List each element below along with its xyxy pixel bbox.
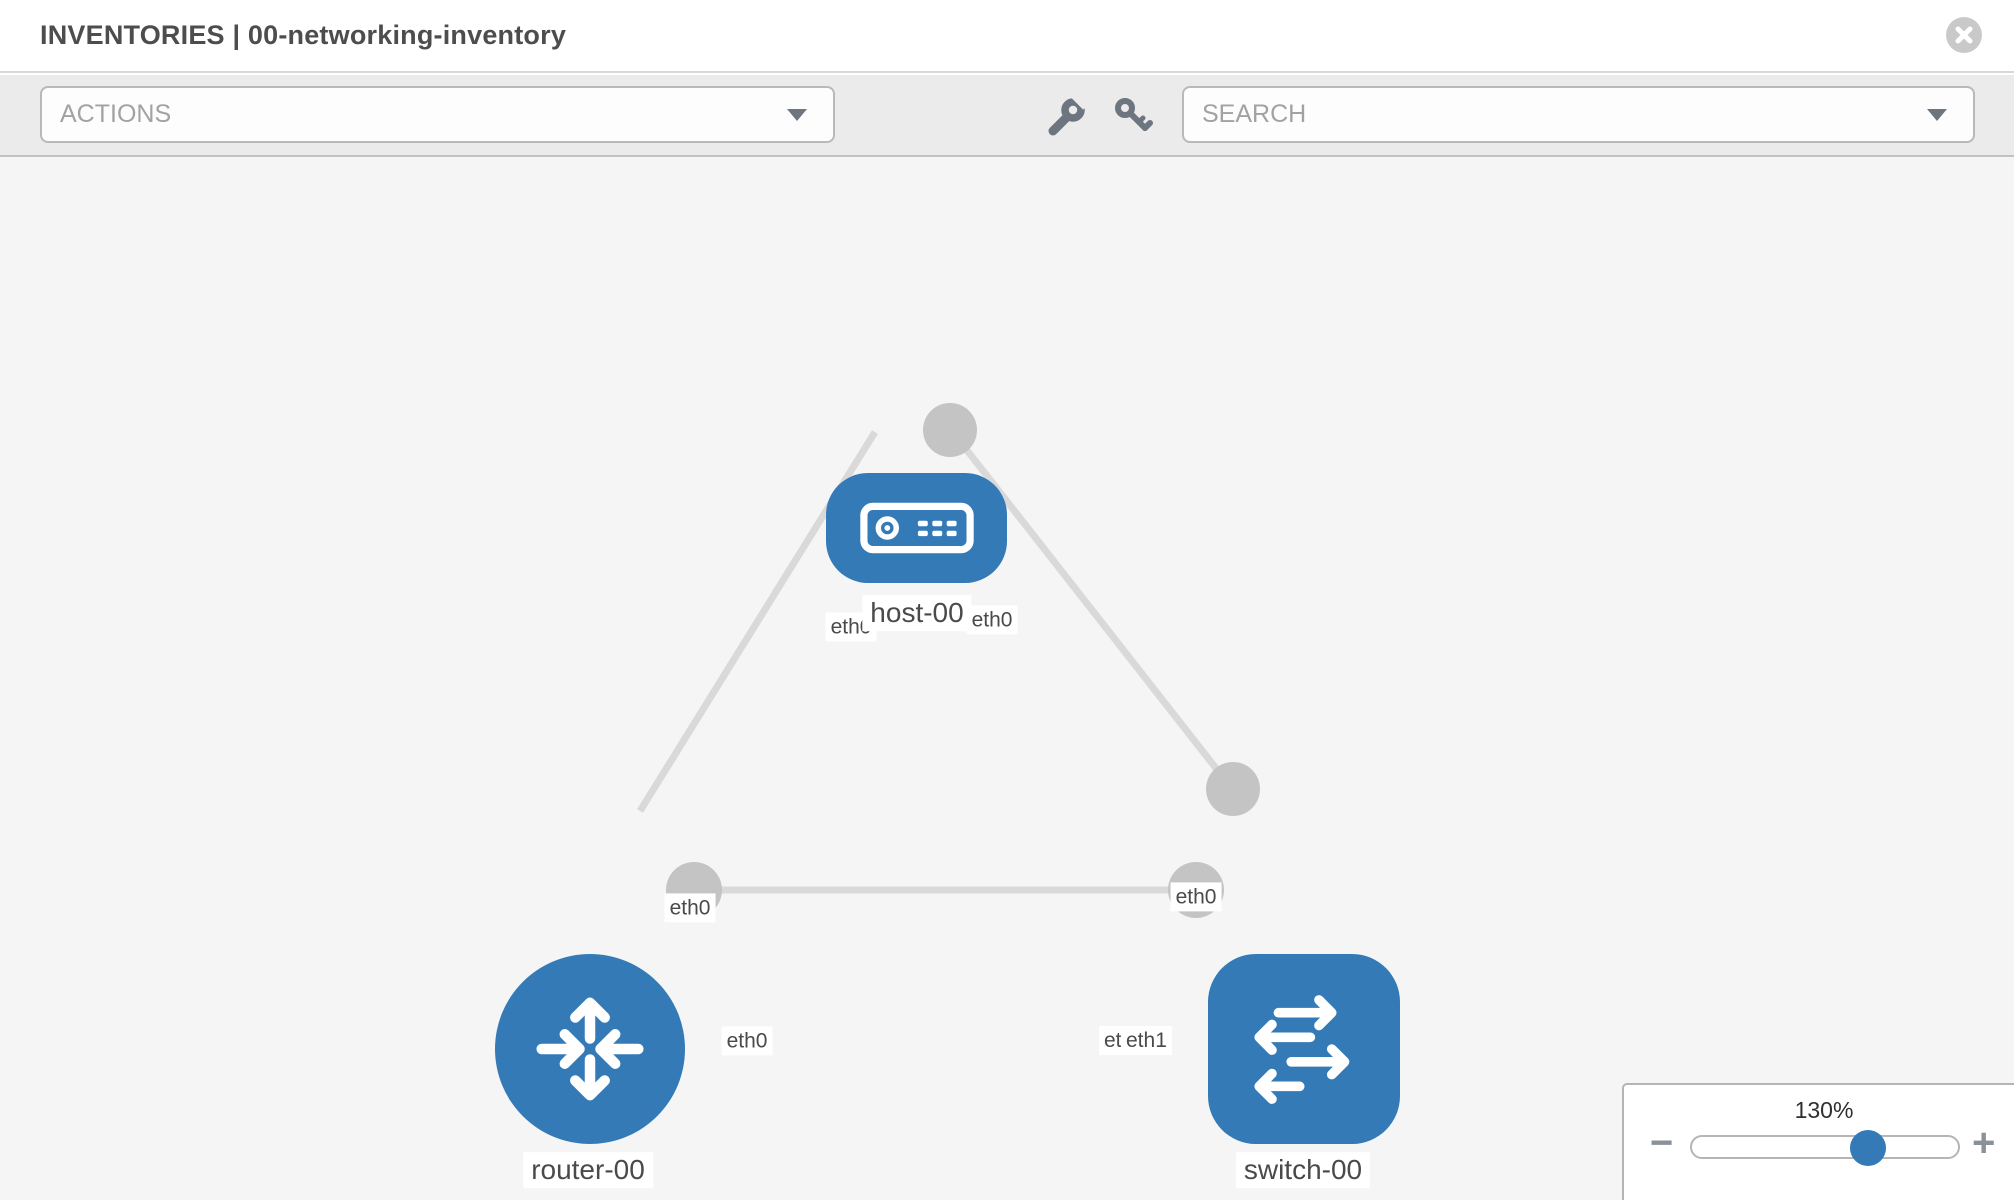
page-title: INVENTORIES | 00-networking-inventory [40, 20, 567, 50]
zoom-level-value: 130% [1794, 1097, 1854, 1123]
node-router-00[interactable] [495, 954, 685, 1144]
zoom-slider-track[interactable] [1690, 1130, 1960, 1166]
interface-label: eth1 [1121, 1026, 1172, 1056]
interface-label: eth0 [1170, 882, 1222, 912]
actions-input[interactable] [42, 88, 787, 141]
close-icon [1955, 26, 1973, 44]
topology-canvas[interactable]: eth0 host-00 eth0 eth0 eth0 eth0 eth0 et… [0, 157, 2014, 1200]
host-icon [859, 502, 974, 554]
wrench-button[interactable] [1044, 94, 1088, 138]
chevron-down-icon[interactable] [787, 108, 807, 121]
interface-label: eth0 [966, 605, 1018, 635]
node-label-switch: switch-00 [1235, 1152, 1371, 1188]
search-dropdown[interactable] [1182, 86, 1975, 143]
switch-icon [1254, 995, 1350, 1104]
node-label-router: router-00 [523, 1152, 653, 1188]
chevron-down-icon[interactable] [1927, 108, 1947, 121]
interface-connector [1206, 762, 1260, 816]
search-input[interactable] [1184, 88, 1927, 141]
key-icon [1115, 98, 1153, 131]
close-button[interactable] [1946, 17, 1982, 53]
key-button[interactable] [1111, 94, 1155, 138]
zoom-control-panel: 130% − + [1622, 1083, 2014, 1200]
wrench-icon [1048, 94, 1088, 136]
actions-dropdown[interactable] [40, 86, 835, 143]
router-icon [536, 997, 644, 1101]
node-host-00[interactable] [826, 473, 1007, 583]
header-bar: INVENTORIES | 00-networking-inventory [0, 0, 2014, 73]
link-layer [637, 403, 1260, 918]
node-switch-00[interactable] [1208, 954, 1400, 1144]
zoom-out-button[interactable]: − [1650, 1121, 1674, 1165]
interface-label: eth0 [664, 893, 716, 923]
toolbar [0, 75, 2014, 157]
zoom-slider-thumb[interactable] [1850, 1130, 1886, 1166]
zoom-in-button[interactable]: + [1972, 1121, 1996, 1165]
interface-connector [923, 403, 977, 457]
interface-label: eth0 [721, 1026, 773, 1056]
node-label-host: host-00 [862, 595, 972, 631]
